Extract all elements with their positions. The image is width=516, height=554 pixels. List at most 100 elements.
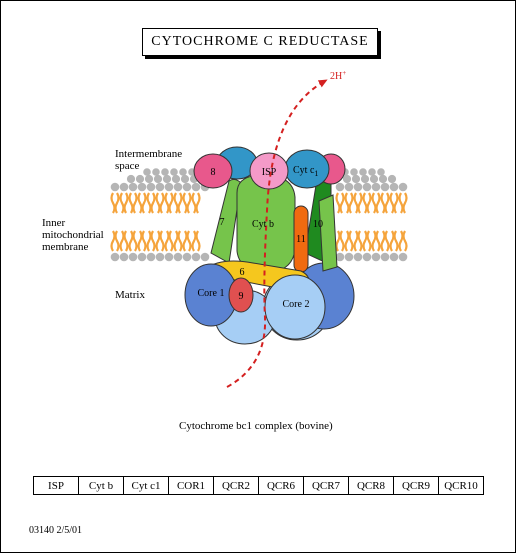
proton-label: 2H+ [330,69,346,82]
lipid-tail [353,192,359,214]
lipid-tail [398,192,404,214]
proton-label-charge: + [342,69,346,77]
proton-transport-arrow [226,79,328,388]
lipid-head [335,182,345,192]
lipid-head [135,174,145,184]
protein-cell: QCR8 [348,476,394,495]
intermembrane-label-line1: Intermembrane [115,148,183,160]
lipid-head [170,168,178,176]
lipid-head [155,182,165,192]
lipid-head [164,182,174,192]
lipid-head [377,168,385,176]
lipid-head [191,182,201,192]
lipid-tail [339,192,345,214]
lipid-tail [195,192,201,214]
lipid-head [126,174,136,184]
proton-label-main: 2H [330,71,342,82]
protein-cell: Cyt c1 [123,476,169,495]
lipid-head [110,182,120,192]
lipid-head [371,182,381,192]
lipid-head [137,182,147,192]
lipid-tail [114,230,120,252]
intermembrane-label-line2: space [115,160,140,172]
lipid-tail [195,230,201,252]
intermembrane-label: Intermembrane space [115,148,182,172]
lipid-tail [132,230,138,252]
lipid-head [342,174,352,184]
lipid-tail [393,192,399,214]
lipid-head [143,168,151,176]
protein-cell: QCR10 [438,476,484,495]
subunit-8-label: 8 [211,167,216,178]
lipid-tail [344,192,350,214]
figure-caption: Cytochrome bc1 complex (bovine) [179,420,333,432]
matrix-label: Matrix [115,289,145,301]
lipid-tail [141,192,147,214]
lipid-head [191,252,201,262]
lipid-tail [191,192,197,214]
figure-footer: 03140 2/5/01 [29,525,83,536]
isp-subunit [249,152,289,190]
lipid-head [119,182,129,192]
lipid-head [144,174,154,184]
lipid-tail [353,230,359,252]
lipid-tail [371,230,377,252]
lipid-tail [384,230,390,252]
lipid-tail [159,230,165,252]
lipid-tail [119,230,125,252]
cyt-b-label: Cyt b [252,219,274,230]
lipid-tail [362,230,368,252]
lipid-tail [357,192,363,214]
subunit-6-label: 6 [240,267,245,278]
protein-cell: QCR6 [258,476,304,495]
lipid-tail [375,230,381,252]
lipid-tail [371,192,377,214]
lipid-head [110,252,120,262]
title-box: CYTOCHROME C REDUCTASE [142,28,378,56]
cyt-c1-label: Cyt c1 [293,165,318,178]
lipid-head [350,168,358,176]
lipid-head [362,252,372,262]
subunit-10-helix-back [318,194,338,272]
lipid-head [353,252,363,262]
lipid-tail [398,230,404,252]
lipid-head [380,252,390,262]
lipid-head [344,252,354,262]
lipid-head [344,182,354,192]
lipid-tail [393,230,399,252]
lipid-tail [348,192,354,214]
lipid-head [368,168,376,176]
lipid-tail [362,192,368,214]
lipid-head [119,252,129,262]
lipid-tail [375,192,381,214]
core1-label: Core 1 [198,288,225,299]
lipid-head [155,252,165,262]
lipid-tail [150,230,156,252]
cyt-c1-label-sub: 1 [314,169,318,178]
lipid-tail [335,192,341,214]
subunit-9-label: 9 [239,291,244,302]
lipid-tail [137,192,143,214]
lipid-tail [177,230,183,252]
protein-cell: QCR9 [393,476,439,495]
lipid-tail [110,230,116,252]
lipid-head [180,174,190,184]
isp-label: ISP [262,167,277,178]
lipid-head [173,252,183,262]
core2-label: Core 2 [283,299,310,310]
lipid-tail [123,230,129,252]
lipid-head [359,168,367,176]
lipid-tail [159,192,165,214]
lipid-head [398,252,408,262]
lipid-head [387,174,397,184]
subunit-10-label: 10 [313,219,323,230]
lipid-tail [137,230,143,252]
lipid-tail [344,230,350,252]
lipid-head [182,252,192,262]
figure-title: CYTOCHROME C REDUCTASE [151,34,369,49]
lipid-head [362,182,372,192]
lipid-head [161,168,169,176]
lipid-tail [132,192,138,214]
lipid-head [335,252,345,262]
lipid-head [353,182,363,192]
